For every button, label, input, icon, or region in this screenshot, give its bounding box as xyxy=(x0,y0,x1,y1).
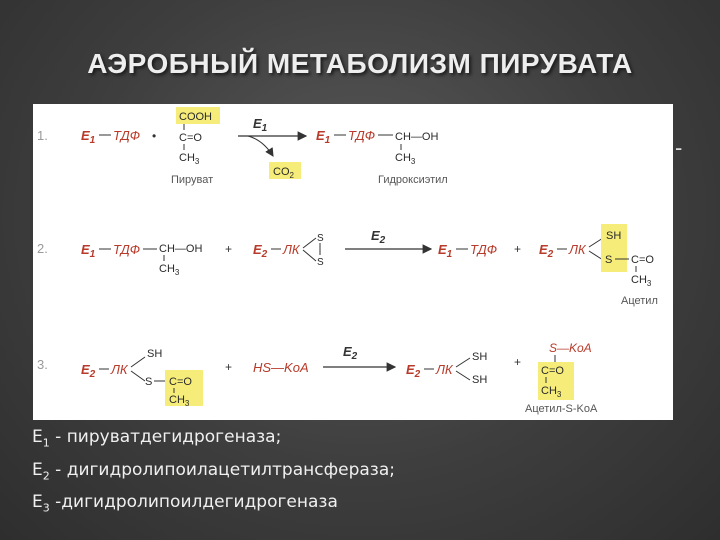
legend-e3: E3 -дигидролипоилдегидрогеназа xyxy=(32,492,338,515)
hydroxyethyl-chain: CH—OH xyxy=(395,131,438,143)
reaction-diagram: 1. E1 ТДФ • COOH C=O CH3 Пируват E1 CO2 … xyxy=(33,104,673,420)
plus-sign: + xyxy=(225,242,232,256)
thiol-group: SH xyxy=(472,374,487,386)
reaction-step-1: 1. E1 ТДФ • COOH C=O CH3 Пируват E1 CO2 … xyxy=(37,107,448,186)
carbonyl-group: C=O xyxy=(169,376,192,388)
plus-sign: + xyxy=(514,242,521,256)
lipoamide-label: ЛК xyxy=(282,242,301,257)
coenzyme-a-label: HS—KoA xyxy=(253,360,309,375)
coenzyme-a-link: S—KoA xyxy=(549,341,592,355)
plus-sign: + xyxy=(514,355,521,369)
lipoamide-label: ЛК xyxy=(435,362,454,377)
sulfur-atom: S xyxy=(605,254,612,266)
lipoamide-label: ЛК xyxy=(568,242,587,257)
hydroxyethyl-chain: CH—OH xyxy=(159,243,202,255)
pyruvate-label: Пируват xyxy=(171,174,213,186)
highlight-box xyxy=(176,107,220,124)
methyl-group: CH3 xyxy=(395,152,416,166)
legend-e2: E2 - дигидролипоилацетилтрансфераза; xyxy=(32,460,395,483)
enzyme-label: E1 xyxy=(81,242,96,260)
reaction-enzyme: E1 xyxy=(253,116,268,134)
cofactor-label: ТДФ xyxy=(113,242,140,257)
co2-label: CO2 xyxy=(273,166,295,180)
thiol-group: SH xyxy=(147,348,162,360)
enzyme-label: E1 xyxy=(81,128,96,146)
methyl-group: CH3 xyxy=(179,152,200,166)
carbonyl-group: C=O xyxy=(631,254,654,266)
enzyme-label: E2 xyxy=(406,362,421,380)
thiol-group: SH xyxy=(606,230,621,242)
highlight-box xyxy=(269,162,301,179)
acetyl-label: Ацетил xyxy=(621,295,658,307)
enzyme-label: E2 xyxy=(81,362,96,380)
highlight-box xyxy=(601,224,627,272)
edge-fragment: - xyxy=(675,135,683,160)
step-number: 1. xyxy=(37,128,48,143)
enzyme-label: E1 xyxy=(316,128,331,146)
cofactor-label: ТДФ xyxy=(348,128,375,143)
plus-sign: • xyxy=(152,129,156,143)
enzyme-label: E1 xyxy=(438,242,453,260)
sulfur-atom: S xyxy=(317,233,324,244)
diagram-background xyxy=(33,104,673,420)
reaction-enzyme: E2 xyxy=(343,344,358,362)
enzyme-label: E2 xyxy=(253,242,268,260)
cofactor-label: ТДФ xyxy=(470,242,497,257)
sulfur-atom: S xyxy=(317,257,324,268)
methyl-group: CH3 xyxy=(631,274,652,288)
hydroxyethyl-label: Гидроксиэтил xyxy=(378,174,448,186)
highlight-box xyxy=(165,370,203,406)
reaction-step-3: 3. E2 ЛК SH S C=O CH3 + HS—KoA E2 E2 ЛК … xyxy=(37,341,598,415)
legend-e1: E1 - пируватдегидрогеназа; xyxy=(32,427,282,450)
carbonyl-group: C=O xyxy=(541,365,564,377)
methyl-group: CH3 xyxy=(541,385,562,399)
reaction-step-2: 2. E1 ТДФ CH—OH CH3 + E2 ЛК S S E2 E1 ТД… xyxy=(37,224,658,307)
methyl-group: CH3 xyxy=(169,394,190,408)
lipoamide-label: ЛК xyxy=(110,362,129,377)
slide-title: АЭРОБНЫЙ МЕТАБОЛИЗМ ПИРУВАТА xyxy=(87,48,633,79)
co2-release-arrow xyxy=(247,135,274,157)
plus-sign: + xyxy=(225,360,232,374)
sulfur-atom: S xyxy=(145,376,152,388)
reaction-enzyme: E2 xyxy=(371,228,386,246)
enzyme-label: E2 xyxy=(539,242,554,260)
acetyl-coa-label: Ацетил-S-KoA xyxy=(525,403,598,415)
cofactor-label: ТДФ xyxy=(113,128,140,143)
methyl-group: CH3 xyxy=(159,263,180,277)
thiol-group: SH xyxy=(472,351,487,363)
step-number: 3. xyxy=(37,357,48,372)
carboxyl-group: COOH xyxy=(179,111,212,123)
highlight-box xyxy=(538,362,574,400)
carbonyl-group: C=O xyxy=(179,132,202,144)
step-number: 2. xyxy=(37,241,48,256)
